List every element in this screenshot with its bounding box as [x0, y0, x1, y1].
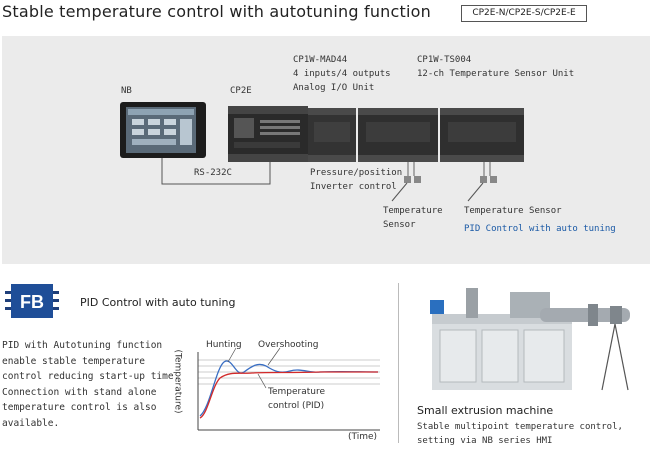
overshooting-label: Overshooting: [258, 340, 319, 350]
machine-description: Stable multipoint temperature control, s…: [417, 420, 623, 448]
cp2e-plc-image: [228, 106, 308, 162]
ts004-name: CP1W-TS004: [417, 55, 472, 65]
temperature-sensors: [404, 176, 497, 183]
desc-line-2: enable stable temperature: [2, 355, 145, 367]
rs232c-label: RS-232C: [194, 168, 232, 178]
pressure-label: Pressure/position: [310, 168, 403, 178]
mad44-io: 4 inputs/4 outputs: [293, 69, 391, 79]
nb-label: NB: [121, 86, 132, 96]
machine-desc-line-1: Stable multipoint temperature control,: [417, 422, 623, 432]
graph-grid: [198, 359, 380, 385]
fb-description: PID with Autotuning function enable stab…: [2, 338, 180, 432]
pid-curve: [199, 371, 378, 419]
extrusion-machine-image: [410, 270, 646, 400]
desc-line-3: control reducing start-up time.: [2, 371, 180, 383]
desc-line-5: temperature control is also: [2, 402, 157, 414]
pid-label-1: Temperature: [268, 387, 326, 397]
ts004-desc: 12-ch Temperature Sensor Unit: [417, 69, 575, 79]
hunting-label: Hunting: [206, 340, 242, 350]
page-title: Stable temperature control with autotuni…: [2, 2, 431, 21]
mad44-desc: Analog I/O Unit: [293, 83, 375, 93]
fb-icon: FB: [2, 283, 62, 321]
desc-line-1: PID with Autotuning function: [2, 340, 163, 351]
inverter-label: Inverter control: [310, 182, 397, 192]
mad44-unit-image: [308, 108, 356, 162]
leader-lines: [391, 182, 484, 202]
machine-title: Small extrusion machine: [417, 404, 554, 417]
sensor-wires: [407, 162, 491, 176]
temp-sensor-label-1: Temperature: [383, 206, 443, 216]
rs232c-cable: [161, 158, 271, 185]
pid-label-2: control (PID): [268, 401, 325, 411]
desc-line-4: Connection with stand alone: [2, 386, 157, 398]
fb-title: PID Control with auto tuning: [80, 296, 236, 309]
fb-badge-text: FB: [20, 292, 44, 312]
mad44-name: CP1W-MAD44: [293, 55, 348, 65]
machine-desc-line-2: setting via NB series HMI: [417, 436, 553, 446]
temp-sensor-label-3: Temperature Sensor: [464, 206, 562, 216]
pid-graph: [180, 338, 390, 446]
y-axis-label: (Temperature): [172, 349, 183, 414]
desc-line-6: available.: [2, 417, 60, 429]
pid-auto-label: PID Control with auto tuning: [464, 224, 616, 234]
x-axis-label: (Time): [348, 432, 378, 442]
ts004-unit-image: [358, 108, 524, 162]
model-badge: CP2E-N/CP2E-S/CP2E-E: [461, 5, 587, 22]
temp-sensor-label-2: Sensor: [383, 220, 416, 230]
diagram-graphics: [120, 102, 524, 202]
cp2e-label: CP2E: [230, 86, 252, 96]
system-diagram: [2, 36, 650, 264]
section-divider: [398, 283, 399, 443]
nb-hmi-image: [120, 102, 206, 158]
